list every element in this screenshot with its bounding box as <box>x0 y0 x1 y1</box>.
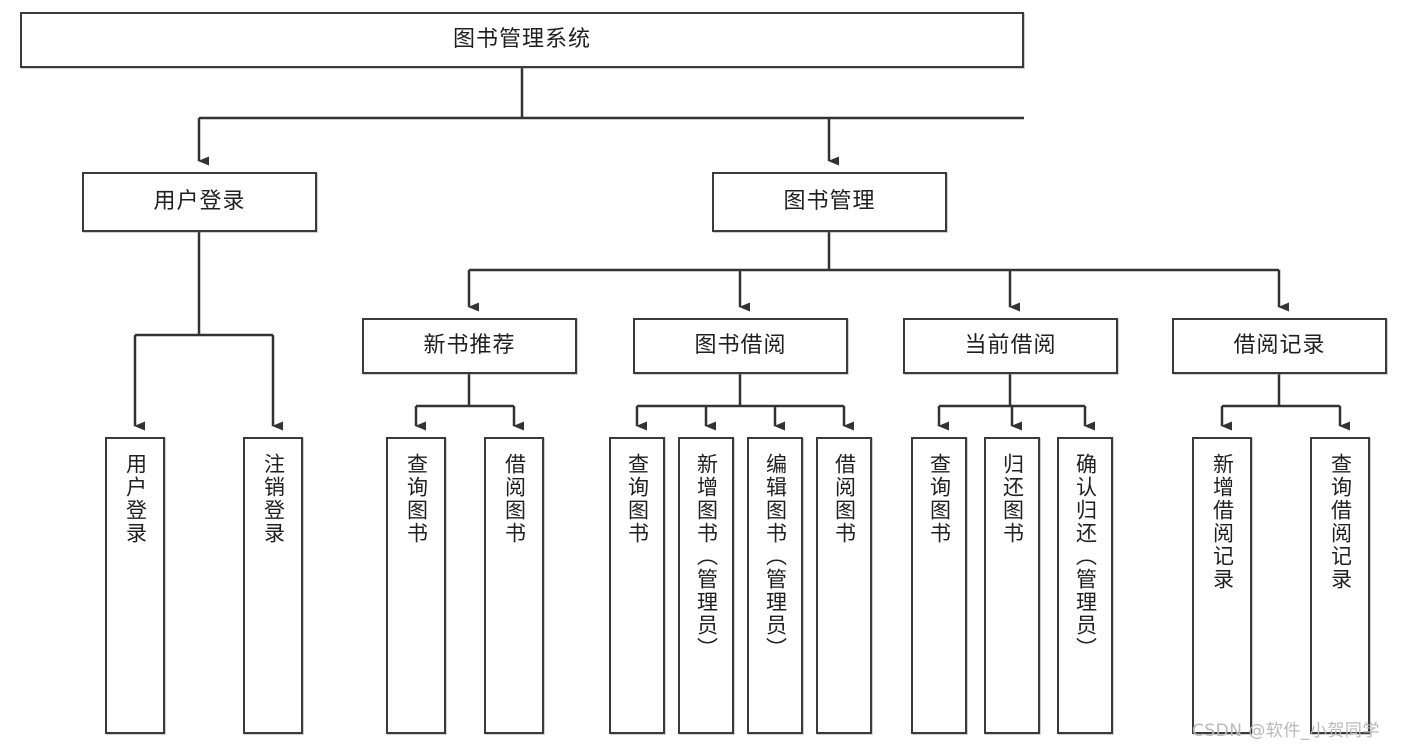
leaf-add-book-admin[interactable]: 新增图书（管理员） <box>678 437 734 734</box>
node-label: 借阅图书 <box>832 453 857 545</box>
node-label: 新增借阅记录 <box>1210 453 1235 591</box>
node-root-system[interactable]: 图书管理系统 <box>20 12 1024 68</box>
node-label: 新书推荐 <box>423 333 516 359</box>
leaf-edit-book-admin[interactable]: 编辑图书（管理员） <box>747 437 803 734</box>
leaf-add-borrow-record[interactable]: 新增借阅记录 <box>1192 437 1252 734</box>
node-current-borrow[interactable]: 当前借阅 <box>903 318 1118 374</box>
node-label: 用户登录 <box>123 453 148 545</box>
leaf-query-borrow-record[interactable]: 查询借阅记录 <box>1310 437 1370 734</box>
leaf-confirm-return-admin[interactable]: 确认归还（管理员） <box>1057 437 1113 734</box>
node-label: 确认归还（管理员） <box>1073 453 1098 660</box>
node-label: 查询借阅记录 <box>1328 453 1353 591</box>
node-label: 归还图书 <box>1000 453 1025 545</box>
leaf-borrow-book[interactable]: 借阅图书 <box>816 437 872 734</box>
node-label: 图书管理 <box>783 189 876 215</box>
leaf-query-book-current[interactable]: 查询图书 <box>911 437 967 734</box>
csdn-watermark: CSDN @软件_小贺同学 <box>1192 721 1380 741</box>
node-label: 查询图书 <box>927 453 952 545</box>
node-user-login[interactable]: 用户登录 <box>82 172 317 232</box>
node-label: 用户登录 <box>153 189 246 215</box>
node-label: 借阅记录 <box>1233 333 1326 359</box>
node-book-management[interactable]: 图书管理 <box>712 172 947 232</box>
node-label: 查询图书 <box>625 453 650 545</box>
node-label: 图书管理系统 <box>452 27 591 53</box>
node-book-borrow[interactable]: 图书借阅 <box>633 318 848 374</box>
leaf-logout[interactable]: 注销登录 <box>243 437 303 734</box>
leaf-borrow-book-recommend[interactable]: 借阅图书 <box>484 437 544 734</box>
leaf-user-login[interactable]: 用户登录 <box>105 437 165 734</box>
node-label: 注销登录 <box>261 453 286 545</box>
node-borrow-record[interactable]: 借阅记录 <box>1172 318 1387 374</box>
leaf-return-book[interactable]: 归还图书 <box>984 437 1040 734</box>
node-label: 图书借阅 <box>694 333 787 359</box>
node-label: 查询图书 <box>404 453 429 545</box>
leaf-query-book-borrow[interactable]: 查询图书 <box>609 437 665 734</box>
node-new-book-recommend[interactable]: 新书推荐 <box>362 318 577 374</box>
node-label: 当前借阅 <box>964 333 1057 359</box>
node-label: 新增图书（管理员） <box>694 453 719 660</box>
leaf-query-book-recommend[interactable]: 查询图书 <box>386 437 446 734</box>
node-label: 编辑图书（管理员） <box>763 453 788 660</box>
node-label: 借阅图书 <box>502 453 527 545</box>
